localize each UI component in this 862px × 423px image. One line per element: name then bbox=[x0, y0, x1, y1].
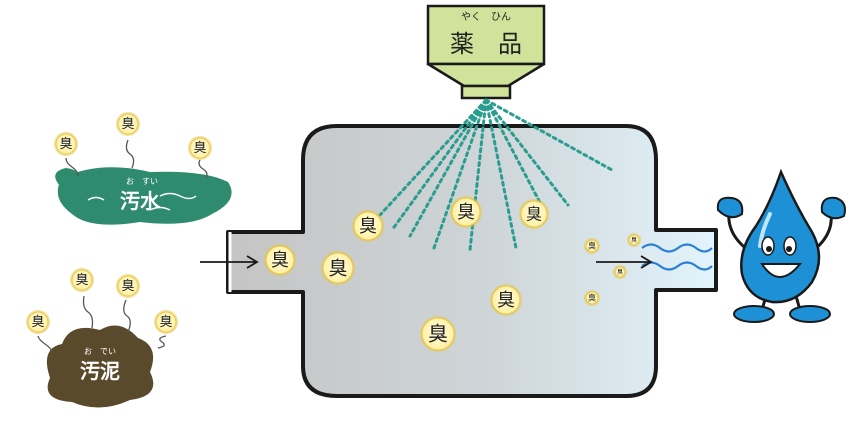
spray-line bbox=[390, 98, 488, 232]
odor-badge: 臭 bbox=[70, 268, 94, 292]
odor-badge: 臭 bbox=[613, 265, 627, 279]
odor-label: 臭 bbox=[617, 268, 623, 276]
odor-label: 臭 bbox=[121, 279, 134, 294]
odor-wisp bbox=[65, 157, 79, 177]
odor-label: 臭 bbox=[359, 216, 377, 237]
odor-label: 臭 bbox=[31, 315, 44, 330]
odor-badge: 臭 bbox=[627, 233, 641, 247]
wastewater-puddle bbox=[55, 167, 232, 225]
chemical-ruby: やく ひん bbox=[461, 11, 511, 23]
odor-wisp bbox=[82, 295, 94, 329]
odor-badge: 臭 bbox=[584, 290, 600, 306]
inflow-arrow bbox=[200, 255, 259, 269]
spray-line bbox=[484, 98, 518, 250]
odor-badge: 臭 bbox=[26, 310, 50, 334]
odor-label: 臭 bbox=[75, 273, 88, 288]
odor-label: 臭 bbox=[271, 250, 289, 271]
odor-wisp bbox=[37, 335, 53, 353]
chemical-spray bbox=[378, 98, 614, 252]
odor-badge: 臭 bbox=[116, 274, 140, 298]
odor-badge: 臭 bbox=[519, 199, 549, 229]
wastewater-ruby: お すい bbox=[126, 177, 158, 186]
odor-badge: 臭 bbox=[321, 251, 355, 285]
clean-water-waves bbox=[641, 243, 713, 271]
odor-label: 臭 bbox=[457, 202, 475, 223]
spray-line bbox=[408, 98, 488, 238]
spray-line bbox=[484, 98, 570, 207]
odor-badge: 臭 bbox=[154, 310, 178, 334]
spray-line bbox=[484, 98, 614, 172]
odor-badge: 臭 bbox=[420, 316, 456, 352]
odor-label: 臭 bbox=[588, 241, 596, 251]
odor-wisp bbox=[157, 335, 167, 349]
odor-badge: 臭 bbox=[490, 284, 522, 316]
water-drop-mascot bbox=[716, 168, 846, 323]
sludge-ruby: お でい bbox=[84, 347, 116, 356]
odor-badges: 臭臭臭臭臭臭臭臭臭臭臭臭臭臭臭臭臭臭 bbox=[26, 112, 641, 352]
odor-label: 臭 bbox=[428, 322, 448, 346]
sludge-pile bbox=[46, 325, 154, 408]
odor-label: 臭 bbox=[121, 117, 134, 132]
odor-badge: 臭 bbox=[264, 244, 296, 276]
chemical-hopper bbox=[426, 4, 546, 100]
spray-line bbox=[484, 98, 548, 216]
spray-line bbox=[378, 98, 488, 217]
wastewater-label: 汚水 bbox=[120, 189, 161, 213]
odor-badge: 臭 bbox=[450, 196, 482, 228]
outflow-arrow bbox=[596, 255, 653, 269]
odor-label: 臭 bbox=[526, 204, 542, 223]
odor-wisp bbox=[198, 159, 208, 179]
odor-wisps bbox=[37, 139, 208, 353]
odor-wisp bbox=[123, 299, 131, 333]
odor-badge: 臭 bbox=[188, 136, 212, 160]
odor-label: 臭 bbox=[159, 315, 172, 330]
odor-wisp bbox=[125, 139, 135, 169]
odor-badge: 臭 bbox=[352, 210, 384, 242]
chemical-label: 薬 品 bbox=[450, 30, 522, 58]
odor-label: 臭 bbox=[193, 141, 206, 156]
odor-label: 臭 bbox=[631, 236, 637, 244]
odor-label: 臭 bbox=[497, 290, 515, 311]
odor-badge: 臭 bbox=[584, 238, 600, 254]
spray-line bbox=[432, 98, 488, 250]
odor-badge: 臭 bbox=[116, 112, 140, 136]
treatment-tank bbox=[226, 124, 718, 398]
odor-label: 臭 bbox=[588, 293, 596, 303]
odor-label: 臭 bbox=[328, 257, 347, 279]
odor-badge: 臭 bbox=[54, 132, 78, 156]
sludge-label: 汚泥 bbox=[80, 359, 120, 383]
odor-label: 臭 bbox=[59, 137, 72, 152]
